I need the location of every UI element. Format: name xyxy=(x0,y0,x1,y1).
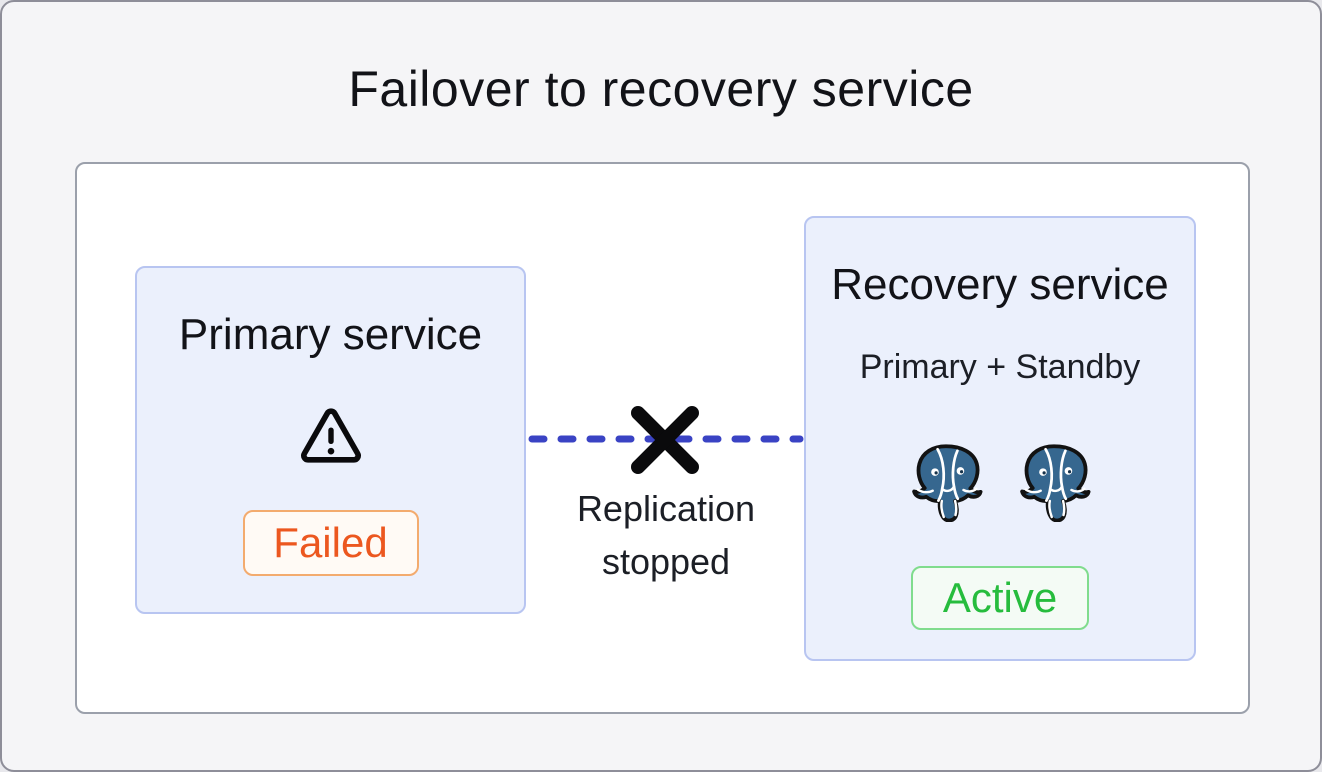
primary-service-box: Primary service Failed xyxy=(135,266,526,614)
postgresql-elephant-icon xyxy=(912,444,983,522)
failed-status-badge: Failed xyxy=(242,510,419,576)
primary-service-title: Primary service xyxy=(178,310,483,359)
page-title: Failover to recovery service xyxy=(348,61,974,117)
replication-stopped-label-line2: stopped xyxy=(601,541,731,582)
recovery-service-box: Recovery service Primary + Standby xyxy=(804,216,1196,661)
postgresql-elephant-icon xyxy=(1020,444,1091,522)
replication-stopped-label-line1: Replication xyxy=(576,488,756,529)
replication-stopped-label: Replication stopped xyxy=(544,482,788,588)
active-status-badge: Active xyxy=(911,566,1089,630)
recovery-service-subtitle: Primary + Standby xyxy=(859,348,1141,386)
postgres-nodes-row xyxy=(908,442,1092,522)
x-cross-icon xyxy=(631,406,699,474)
recovery-service-title: Recovery service xyxy=(831,260,1169,309)
diagram-canvas: Primary service Failed Replication stopp… xyxy=(75,162,1250,714)
warning-triangle-icon xyxy=(300,408,361,463)
